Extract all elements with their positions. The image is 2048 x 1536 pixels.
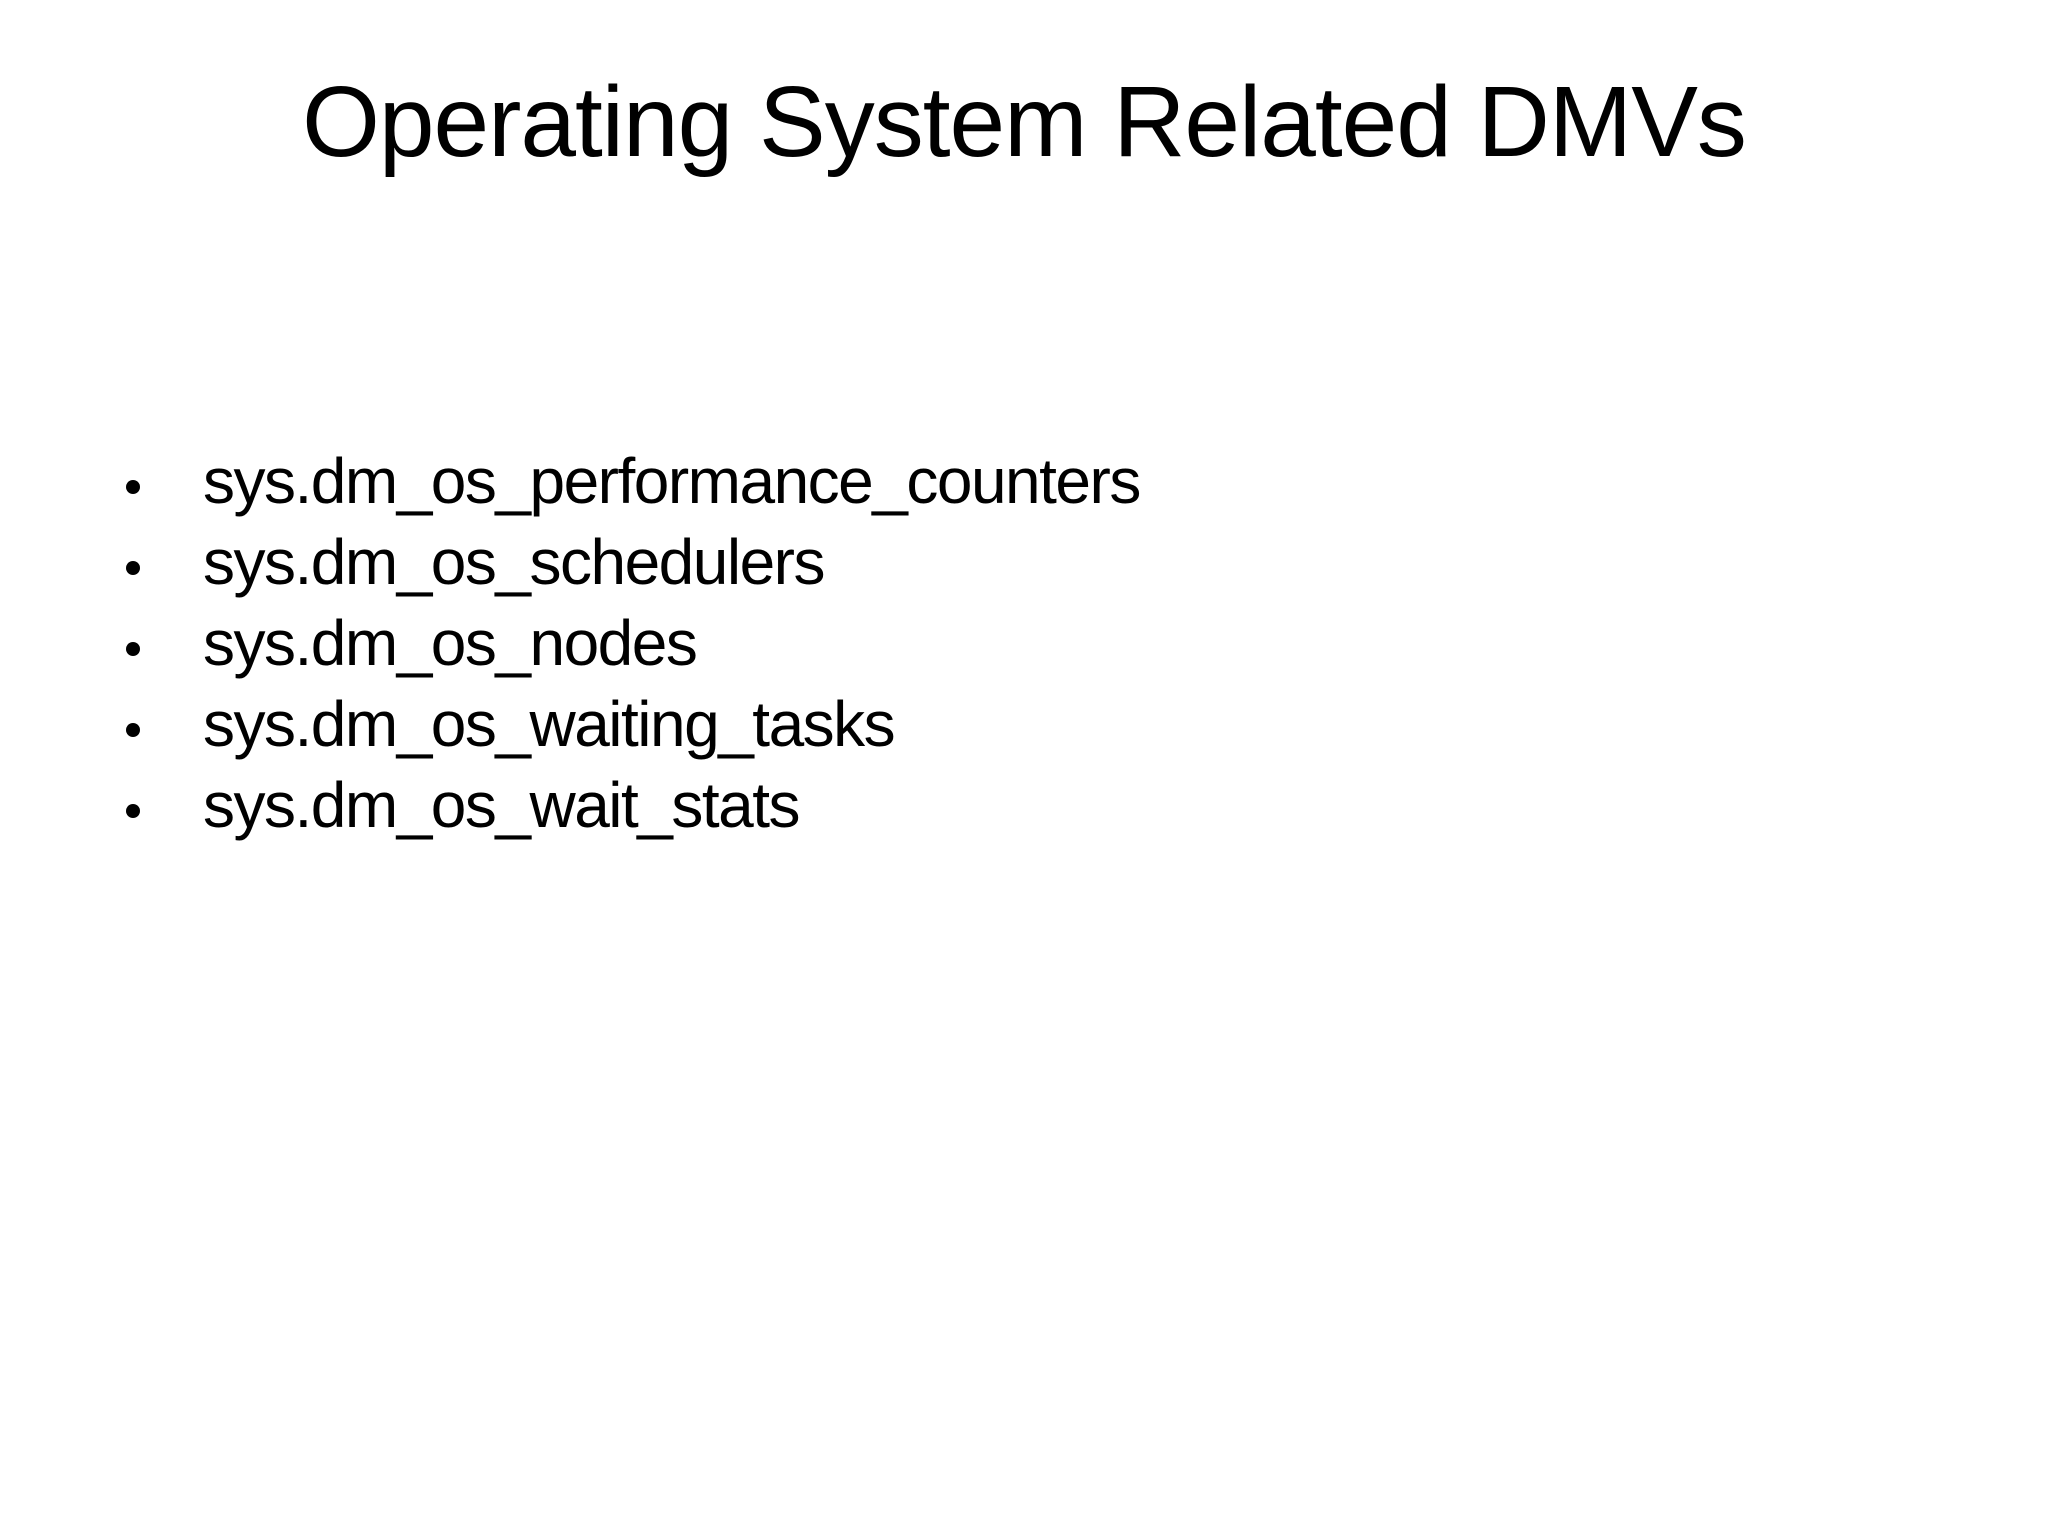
bullet-item-text: sys.dm_os_schedulers	[203, 526, 825, 598]
list-item: sys.dm_os_schedulers	[126, 522, 1140, 603]
list-item: sys.dm_os_waiting_tasks	[126, 684, 1140, 765]
bullet-list: sys.dm_os_performance_counters sys.dm_os…	[126, 441, 1141, 846]
bullet-item-text: sys.dm_os_performance_counters	[203, 445, 1141, 517]
bullet-icon	[126, 561, 140, 575]
list-item: sys.dm_os_performance_counters	[126, 441, 1141, 522]
list-item: sys.dm_os_wait_stats	[126, 765, 1140, 846]
bullet-icon	[126, 723, 140, 737]
bullet-item-text: sys.dm_os_wait_stats	[203, 769, 801, 841]
bullet-icon	[126, 642, 140, 656]
bullet-item-text: sys.dm_os_nodes	[203, 607, 698, 679]
bullet-icon	[126, 804, 140, 818]
bullet-item-text: sys.dm_os_waiting_tasks	[203, 688, 896, 760]
list-item: sys.dm_os_nodes	[126, 603, 1140, 684]
bullet-icon	[126, 480, 140, 494]
slide-title: Operating System Related DMVs	[302, 66, 1747, 178]
